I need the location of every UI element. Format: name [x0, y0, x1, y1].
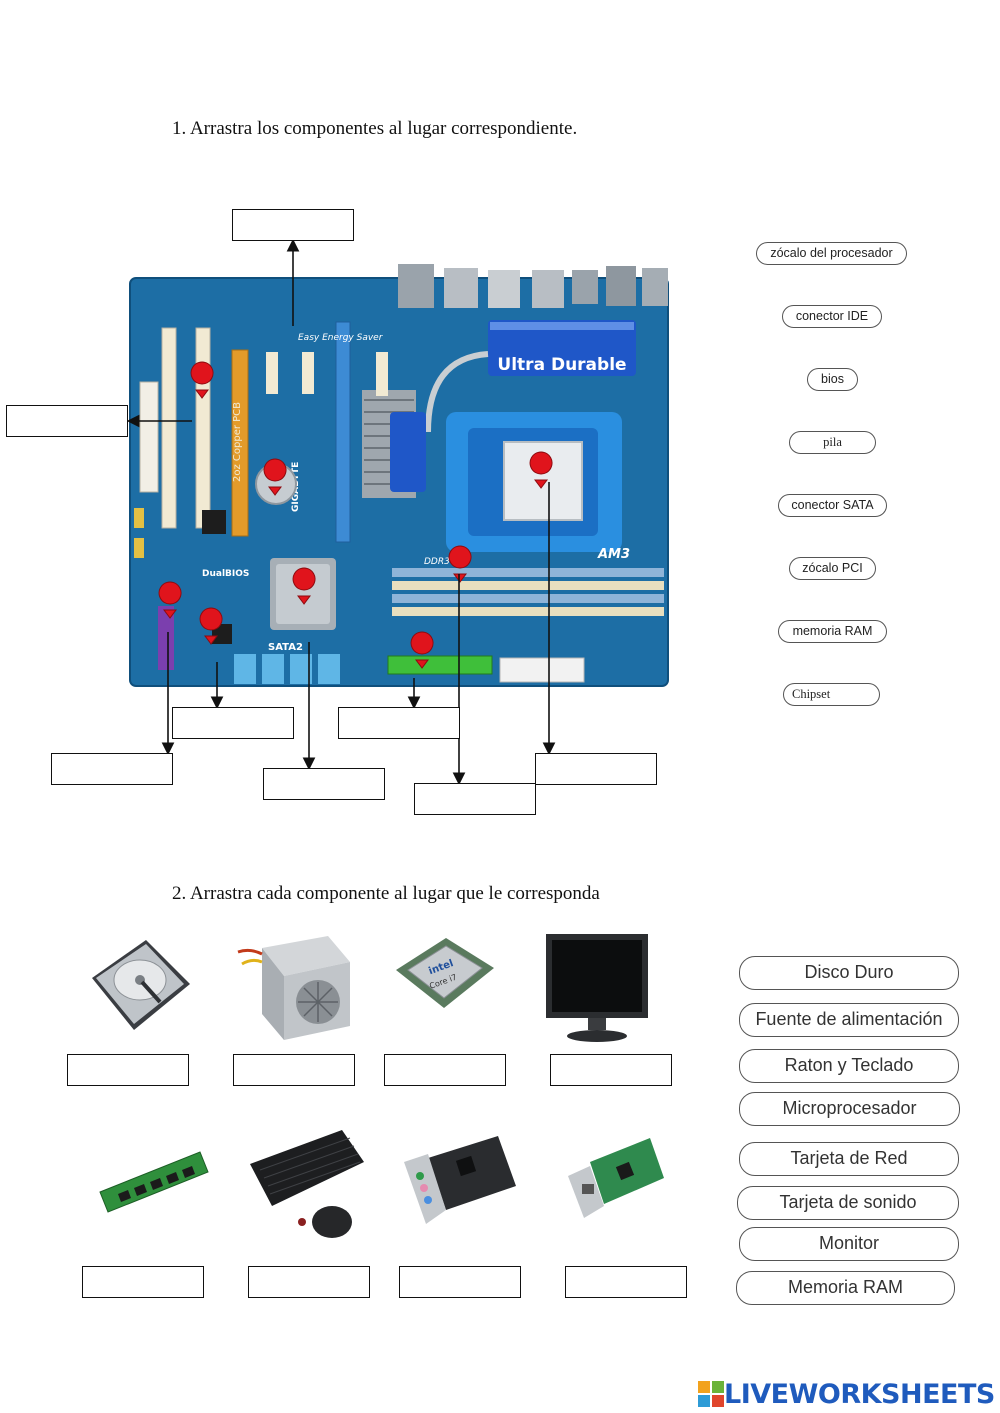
motherboard-image: Ultra Durable AM3 2oz Copper PCB GIGABYT… [129, 264, 669, 687]
option-chipset[interactable]: Chipset [783, 683, 880, 706]
option-conector-sata[interactable]: conector SATA [778, 494, 887, 517]
keyboard-mouse-image [250, 1130, 364, 1238]
ram-slots [392, 568, 664, 616]
ram-image [99, 1151, 209, 1213]
option-zocalo-pci[interactable]: zócalo PCI [789, 557, 876, 580]
liveworksheets-logo: LIVEWORKSHEETS [698, 1377, 995, 1411]
arrow-lines [126, 238, 556, 786]
instruction-1: 1. Arrastra los componentes al lugar cor… [172, 118, 578, 139]
drop-box-4[interactable] [338, 707, 460, 739]
option-zocalo-procesador[interactable]: zócalo del procesador [756, 242, 907, 265]
network-card-image [568, 1138, 664, 1218]
logo-icon [698, 1381, 724, 1407]
sound-card-image [404, 1136, 516, 1224]
dualbios-label: DualBIOS [202, 569, 249, 579]
drop-box-15[interactable] [399, 1266, 521, 1298]
option-microprocesador[interactable]: Microprocesador [739, 1092, 960, 1126]
drop-box-14[interactable] [248, 1266, 370, 1298]
ddr-label: DDR3 [424, 557, 450, 567]
ultra-durable-text: Ultra Durable [497, 355, 626, 375]
socket-label: AM3 [597, 547, 630, 562]
drop-box-16[interactable] [565, 1266, 687, 1298]
drop-box-7[interactable] [535, 753, 657, 785]
drop-box-5[interactable] [51, 753, 173, 785]
option-memoria-ram-2[interactable]: Memoria RAM [736, 1271, 955, 1305]
option-tarjeta-sonido[interactable]: Tarjeta de sonido [737, 1186, 959, 1220]
monitor-image [546, 934, 648, 1042]
pcb-label: 2oz Copper PCB [232, 402, 243, 482]
pin-markers [158, 361, 553, 669]
drop-box-9[interactable] [67, 1054, 189, 1086]
drop-box-11[interactable] [384, 1054, 506, 1086]
power-supply-image [237, 936, 350, 1040]
energy-label: Easy Energy Saver [298, 333, 384, 343]
option-raton-teclado[interactable]: Raton y Teclado [739, 1049, 959, 1083]
instruction-2: 2. Arrastra cada componente al lugar que… [172, 883, 600, 904]
option-tarjeta-red[interactable]: Tarjeta de Red [739, 1142, 959, 1176]
option-bios[interactable]: bios [807, 368, 858, 391]
logo-text: LIVEWORKSHEETS [724, 1378, 995, 1410]
drop-box-13[interactable] [82, 1266, 204, 1298]
option-conector-ide[interactable]: conector IDE [782, 305, 882, 328]
option-monitor[interactable]: Monitor [739, 1227, 959, 1261]
drop-box-6[interactable] [263, 768, 385, 800]
processor-image: intel Core i7 [396, 938, 494, 1008]
hard-drive-image [92, 940, 190, 1030]
drop-box-1[interactable] [232, 209, 354, 241]
option-pila[interactable]: pila [789, 431, 876, 454]
drop-box-3[interactable] [172, 707, 294, 739]
drop-box-10[interactable] [233, 1054, 355, 1086]
sata-label: SATA2 [268, 642, 303, 653]
drop-box-12[interactable] [550, 1054, 672, 1086]
option-fuente-alimentacion[interactable]: Fuente de alimentación [739, 1003, 959, 1037]
drop-box-8[interactable] [414, 783, 536, 815]
option-disco-duro[interactable]: Disco Duro [739, 956, 959, 990]
drop-box-2[interactable] [6, 405, 128, 437]
option-memoria-ram-1[interactable]: memoria RAM [778, 620, 887, 643]
